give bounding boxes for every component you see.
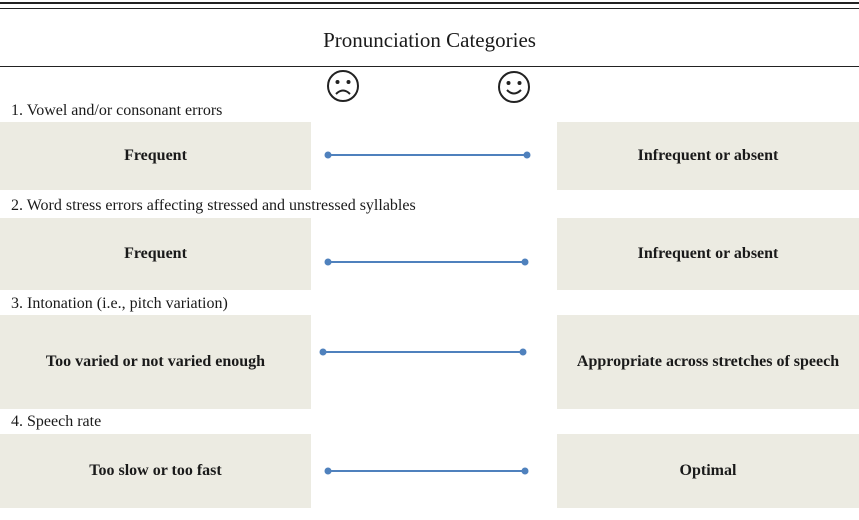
negative-anchor-box: Frequent	[0, 122, 311, 190]
rating-scale-line	[319, 348, 527, 356]
negative-anchor-box: Too slow or too fast	[0, 434, 311, 508]
top-double-rule-2	[0, 8, 859, 9]
rating-scale-line	[324, 467, 529, 475]
negative-anchor-box: Frequent	[0, 218, 311, 290]
positive-anchor-box: Appropriate across stretches of speech	[557, 315, 859, 409]
rating-scale-line	[324, 258, 529, 266]
category-label: 1. Vowel and/or consonant errors	[11, 102, 223, 119]
positive-anchor-box: Infrequent or absent	[557, 122, 859, 190]
smiling-face-icon	[498, 71, 530, 103]
category-label: 3. Intonation (i.e., pitch variation)	[11, 295, 228, 312]
top-double-rule-1	[0, 2, 859, 4]
page-title: Pronunciation Categories	[323, 28, 536, 52]
positive-anchor-box: Infrequent or absent	[557, 218, 859, 290]
category-label: 4. Speech rate	[11, 413, 102, 430]
rating-scale-line	[324, 151, 531, 159]
positive-anchor-box: Optimal	[557, 434, 859, 508]
title-rule	[0, 66, 859, 67]
negative-anchor-box: Too varied or not varied enough	[0, 315, 311, 409]
category-label: 2. Word stress errors affecting stressed…	[11, 197, 416, 214]
frowning-face-icon	[327, 70, 359, 102]
